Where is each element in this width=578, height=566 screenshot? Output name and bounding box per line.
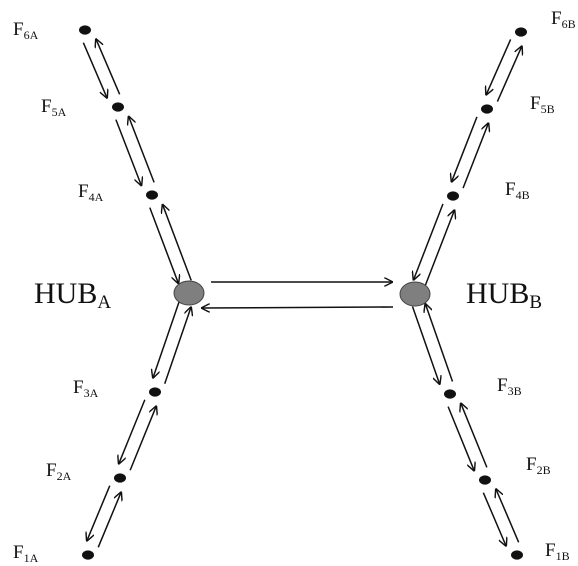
arrow-b-3-fwd — [411, 306, 439, 385]
node-dot-f4a — [146, 190, 158, 200]
arrow-b-4-back — [461, 403, 488, 468]
arrow-b-4-fwd — [447, 406, 474, 472]
node-dot-f2a — [114, 473, 126, 483]
arrow-a-3-back — [164, 306, 192, 384]
node-label-f1b: F1B — [545, 540, 570, 563]
node-dot-f3b — [444, 389, 456, 399]
hub-b-node — [399, 281, 431, 307]
arrow-a-4-fwd — [119, 399, 146, 465]
node-dot-f5b — [481, 104, 493, 114]
arrow-b-1-back — [462, 123, 489, 189]
arrow-hub-b-to-a — [201, 307, 394, 308]
node-dot-f3a — [149, 387, 161, 397]
node-label-f2a: F2A — [46, 460, 72, 483]
node-dot-f1b — [511, 550, 523, 560]
arrow-a-1-fwd — [115, 119, 142, 187]
node-label-f6a: F6A — [13, 19, 39, 42]
node-dot-f4b — [447, 191, 459, 201]
arrow-a-2-back — [162, 204, 192, 281]
arrow-b-2-fwd — [413, 203, 444, 281]
hub-a-node — [173, 280, 205, 306]
node-label-f4b: F4B — [505, 179, 530, 202]
arrow-b-5-back — [496, 488, 520, 543]
arrow-a-3-fwd — [153, 301, 180, 378]
node-dot-f6a — [79, 25, 91, 35]
node-label-f3b: F3B — [497, 375, 522, 398]
arrow-b-2-back — [424, 210, 455, 287]
node-dot-f6b — [515, 27, 527, 37]
arrow-a-5-back — [97, 492, 121, 548]
arrow-a-0-fwd — [82, 42, 107, 99]
node-label-f2b: F2B — [526, 454, 551, 477]
node-label-f1a: F1A — [13, 542, 39, 565]
arrow-b-5-fwd — [482, 492, 506, 547]
hub-label-a: HUBA — [34, 277, 112, 313]
arrow-a-5-fwd — [87, 485, 111, 542]
node-dot-f5a — [112, 102, 124, 112]
arrow-a-1-back — [128, 116, 155, 183]
arrow-b-3-back — [425, 303, 454, 382]
arrow-a-0-back — [96, 38, 121, 95]
hub-label-b: HUBB — [466, 277, 543, 313]
node-dot-f2b — [479, 475, 491, 485]
node-label-f5a: F5A — [41, 96, 67, 119]
node-label-f5b: F5B — [530, 93, 555, 116]
node-dot-f1a — [82, 550, 94, 560]
arrow-b-0-fwd — [486, 39, 512, 95]
arrow-a-2-fwd — [149, 207, 179, 284]
arrow-a-4-back — [129, 406, 156, 471]
arrow-b-1-fwd — [451, 116, 478, 183]
node-label-f4a: F4A — [78, 181, 104, 204]
node-label-f3a: F3A — [73, 377, 99, 400]
arrow-b-0-back — [496, 46, 522, 102]
node-label-f6b: F6B — [551, 8, 576, 31]
